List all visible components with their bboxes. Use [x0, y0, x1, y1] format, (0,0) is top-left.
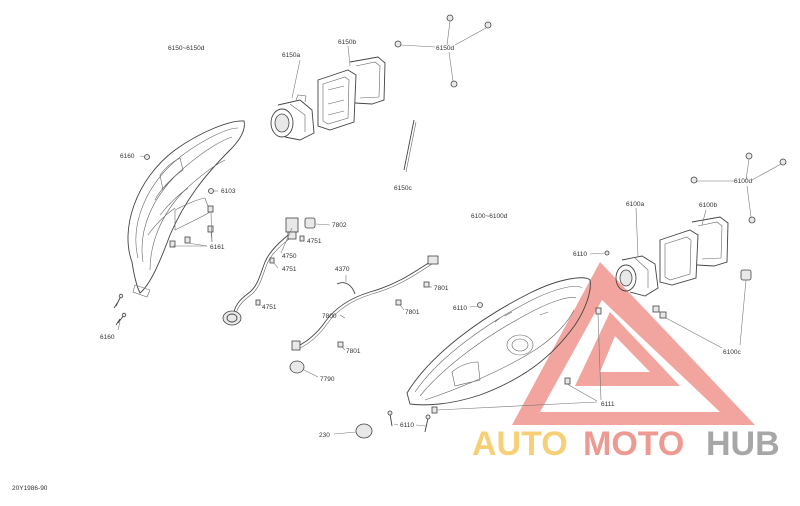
- leader-lines: [117, 45, 747, 435]
- cable-4370[interactable]: [336, 282, 356, 295]
- nuts-6150d[interactable]: [394, 14, 492, 88]
- clips-7801[interactable]: [337, 281, 430, 348]
- watermark-moto: MOTO: [583, 425, 684, 463]
- callout-4370: 4370: [335, 266, 350, 273]
- projector-6100a[interactable]: [615, 255, 659, 297]
- harness-4750[interactable]: [222, 217, 299, 326]
- callout-4751-c: 4751: [262, 304, 277, 311]
- callout-6110-right: 6110: [573, 251, 587, 258]
- nuts-6100d[interactable]: [690, 152, 787, 224]
- callout-6100b: 6100b: [699, 202, 717, 209]
- connectors-6100c[interactable]: [652, 269, 752, 319]
- right-headlight-housing[interactable]: [406, 277, 591, 406]
- callout-6100c: 6100c: [723, 349, 741, 356]
- callout-7790: 7790: [320, 376, 335, 383]
- group-label-lower: 6100~6100d: [471, 213, 508, 220]
- callout-6160-top: 6160: [120, 153, 135, 160]
- leaders-6150d: [400, 20, 487, 82]
- clips-4751[interactable]: [255, 235, 305, 306]
- callout-6150d: 6150d: [436, 45, 454, 52]
- wire-6150c[interactable]: [403, 119, 417, 173]
- projector-6150a[interactable]: [270, 94, 315, 141]
- watermark-auto: AUTO: [472, 425, 568, 463]
- reflector-6100b[interactable]: [659, 216, 729, 286]
- callout-230: 230: [319, 432, 330, 439]
- callout-6100d: 6100d: [734, 178, 752, 185]
- callout-6150c: 6150c: [394, 185, 412, 192]
- watermark-text: AUTO MOTO HUB: [472, 425, 780, 463]
- callout-6111: 6111: [601, 401, 615, 408]
- callout-4750: 4750: [282, 253, 297, 260]
- callout-7802: 7802: [332, 222, 347, 229]
- fastener-6160[interactable]: [144, 154, 150, 160]
- callout-6110-bottom: 6110: [400, 422, 414, 429]
- callout-labels: 6150~6150d 6100~6100d 6150a 6150b 6150d …: [100, 39, 752, 439]
- callout-6110-middle: 6110: [453, 305, 467, 312]
- cable-7800[interactable]: [291, 255, 439, 351]
- callout-7801-b: 7801: [405, 309, 420, 316]
- reflector-6150b[interactable]: [317, 56, 386, 131]
- callout-6150b: 6150b: [338, 39, 356, 46]
- fastener-6103[interactable]: [208, 188, 214, 194]
- leaders-6100d: [697, 158, 782, 218]
- group-label-upper: 6150~6150d: [168, 45, 205, 52]
- cap-230[interactable]: [355, 423, 373, 439]
- callout-6160-bottom: 6160: [100, 334, 115, 341]
- callout-7800: 7800: [322, 313, 337, 320]
- screws-6160[interactable]: [113, 293, 127, 326]
- diagram-code: 20Y1986-90: [12, 485, 48, 492]
- grommet-7802[interactable]: [304, 217, 316, 229]
- screws-6110[interactable]: [387, 250, 610, 433]
- callout-6150a: 6150a: [282, 52, 300, 59]
- left-headlight-housing[interactable]: [127, 120, 245, 298]
- callout-7801-c: 7801: [346, 348, 361, 355]
- callout-6161: 6161: [210, 244, 225, 251]
- callout-6103: 6103: [221, 188, 236, 195]
- fasteners-6161[interactable]: [169, 205, 214, 248]
- callout-6100a: 6100a: [626, 201, 644, 208]
- watermark-hub: HUB: [706, 425, 780, 463]
- callout-7801-a: 7801: [434, 285, 449, 292]
- watermark-logo: [512, 262, 755, 425]
- callout-4751-a: 4751: [307, 238, 322, 245]
- grommet-7790[interactable]: [289, 360, 305, 374]
- callout-4751-b: 4751: [282, 266, 297, 273]
